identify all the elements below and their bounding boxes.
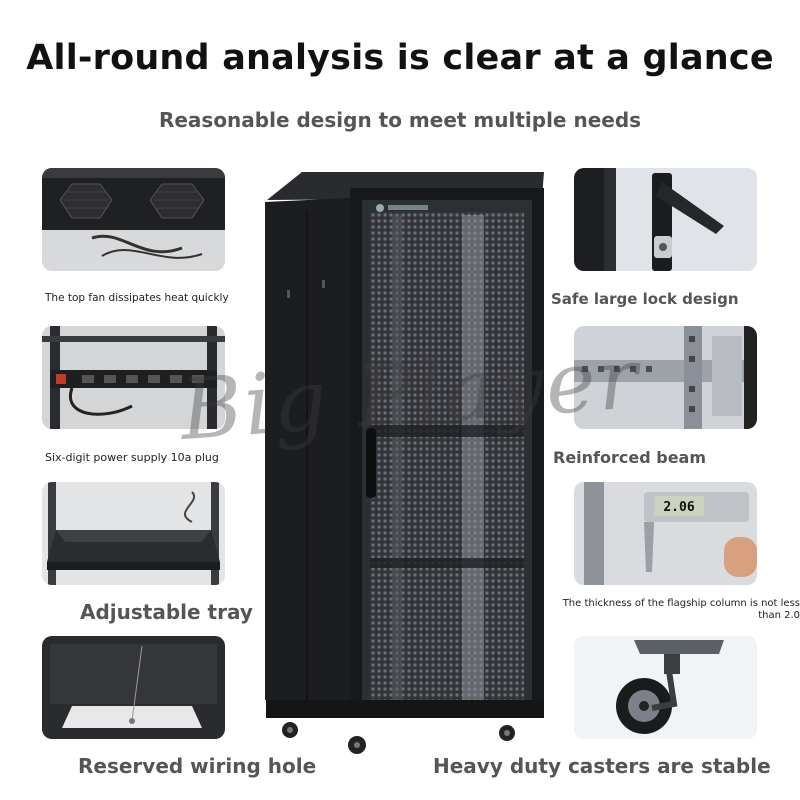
caliper-icon: 2.06 xyxy=(574,482,757,585)
caption-casters: Heavy duty casters are stable xyxy=(433,754,771,778)
server-cabinet xyxy=(262,170,547,765)
caption-power-supply: Six-digit power supply 10a plug xyxy=(45,451,219,464)
caption-top-fan: The top fan dissipates heat quickly xyxy=(45,292,229,304)
lock-icon xyxy=(574,168,757,271)
beam-icon xyxy=(574,326,757,429)
fan-icon xyxy=(42,168,225,271)
caption-lock: Safe large lock design xyxy=(551,290,739,308)
power-strip-icon xyxy=(42,326,225,429)
tray-icon xyxy=(42,482,225,585)
caption-column-thickness: The thickness of the flagship column is … xyxy=(562,598,800,621)
page-title: All-round analysis is clear at a glance xyxy=(26,38,774,78)
caption-adjustable-tray: Adjustable tray xyxy=(80,600,253,624)
page-subtitle: Reasonable design to meet multiple needs xyxy=(158,108,642,132)
caster-icon xyxy=(574,636,757,739)
caliper-reading: 2.06 xyxy=(663,500,694,515)
caption-beam: Reinforced beam xyxy=(553,448,707,467)
wiring-hole-icon xyxy=(42,636,225,739)
caption-wiring-hole: Reserved wiring hole xyxy=(78,754,317,778)
